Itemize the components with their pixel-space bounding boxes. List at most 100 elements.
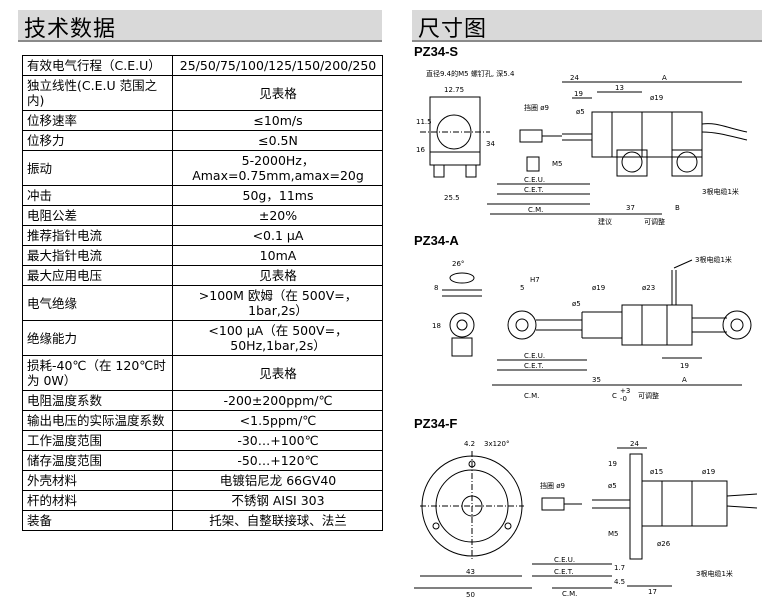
drawing-pz34-s: 直径9.4的M5 螺钉孔, 深5.4 24 A 19 13 ø19 ø5 12.… bbox=[416, 69, 748, 226]
spec-value: ≤0.5N bbox=[172, 130, 383, 151]
dim-1-7: 1.7 bbox=[614, 564, 625, 572]
flange-side bbox=[629, 453, 643, 560]
dim-25-5: 25.5 bbox=[444, 194, 460, 202]
note-cable-f: 3根电缆1米 bbox=[696, 569, 733, 578]
sensor-body-a bbox=[621, 304, 693, 346]
drawing-pz34-a: 26° 8 18 5 H7 ø19 ø23 ø5 19 35 A C +3 -0… bbox=[432, 255, 752, 403]
note-adjustable: 可调整 bbox=[644, 217, 665, 226]
spec-key: 最大指针电流 bbox=[22, 245, 173, 266]
dim-24-f: 24 bbox=[630, 440, 639, 448]
dim-50: 50 bbox=[466, 591, 475, 599]
spec-row: 推荐指针电流<0.1 μA bbox=[22, 225, 383, 246]
spec-value: <100 μA（在 500V=，50Hz,1bar,2s） bbox=[172, 320, 383, 356]
spec-row: 杆的材料不锈钢 AISI 303 bbox=[22, 490, 383, 511]
dim-18: 18 bbox=[432, 322, 441, 330]
dim-19: 19 bbox=[574, 90, 583, 98]
dim-a-a: A bbox=[682, 376, 687, 384]
dim-4-5: 4.5 bbox=[614, 578, 625, 586]
spec-row: 输出电压的实际温度系数<1.5ppm/℃ bbox=[22, 410, 383, 431]
dim-d19: ø19 bbox=[650, 94, 663, 102]
dim-4-2: 4.2 bbox=[464, 440, 475, 448]
spec-value: 50g，11ms bbox=[172, 185, 383, 206]
dim-d5-f: ø5 bbox=[608, 482, 617, 490]
dim-11-5: 11.5 bbox=[416, 118, 432, 126]
dim-35: 35 bbox=[592, 376, 601, 384]
spec-value: <1.5ppm/℃ bbox=[172, 410, 383, 431]
dimension-header: 尺寸图 bbox=[412, 10, 762, 42]
dim-cet-f: C.E.T. bbox=[554, 568, 573, 576]
dim-m5: M5 bbox=[552, 160, 563, 168]
spec-value: <0.1 μA bbox=[172, 225, 383, 246]
spec-value: 见表格 bbox=[172, 75, 383, 111]
dim-d19-f: ø19 bbox=[702, 468, 715, 476]
dim-19-a: 19 bbox=[680, 362, 689, 370]
spec-key: 电阻温度系数 bbox=[22, 390, 173, 411]
dim-c-minus: -0 bbox=[620, 395, 627, 403]
note-circlip: 挡圈 ø9 bbox=[524, 103, 549, 112]
spec-key: 输出电压的实际温度系数 bbox=[22, 410, 173, 431]
spec-key: 储存温度范围 bbox=[22, 450, 173, 471]
dim-d15: ø15 bbox=[650, 468, 663, 476]
spec-value: -200±200ppm/℃ bbox=[172, 390, 383, 411]
spec-row: 绝缘能力<100 μA（在 500V=，50Hz,1bar,2s） bbox=[22, 320, 383, 356]
spec-row: 电气绝缘>100M 欧姆（在 500V=，1bar,2s） bbox=[22, 285, 383, 321]
dim-19-f: 19 bbox=[608, 460, 617, 468]
dim-43: 43 bbox=[466, 568, 475, 576]
spec-key: 振动 bbox=[22, 150, 173, 186]
spec-row: 位移力≤0.5N bbox=[22, 130, 383, 151]
dim-ceu-f: C.E.U. bbox=[554, 556, 575, 564]
dim-cet-a: C.E.T. bbox=[524, 362, 543, 370]
note-adjustable-a: 可调整 bbox=[638, 391, 659, 400]
label-pz34-s: PZ34-S bbox=[414, 44, 459, 59]
spec-row: 外壳材料电镀铝尼龙 66GV40 bbox=[22, 470, 383, 491]
dim-13: 13 bbox=[615, 84, 624, 92]
spec-key: 电气绝缘 bbox=[22, 285, 173, 321]
dim-34: 34 bbox=[486, 140, 495, 148]
spec-key: 外壳材料 bbox=[22, 470, 173, 491]
spec-row: 独立线性(C.E.U 范围之内)见表格 bbox=[22, 75, 383, 111]
note-cable: 3根电缆1米 bbox=[702, 187, 739, 196]
spec-table: 有效电气行程（C.E.U）25/50/75/100/125/150/200/25… bbox=[22, 55, 383, 531]
spec-key: 工作温度范围 bbox=[22, 430, 173, 451]
dim-16: 16 bbox=[416, 146, 425, 154]
spec-key: 位移速率 bbox=[22, 110, 173, 131]
spec-key: 最大应用电压 bbox=[22, 265, 173, 286]
dim-d23: ø23 bbox=[642, 284, 655, 292]
tech-data-title: 技术数据 bbox=[24, 17, 117, 42]
dim-37: 37 bbox=[626, 204, 635, 212]
note-suggest: 建议 bbox=[598, 217, 612, 226]
spec-value: 托架、自整联接球、法兰 bbox=[172, 510, 383, 531]
note-cable-a: 3根电缆1米 bbox=[695, 255, 732, 264]
spec-row: 装备托架、自整联接球、法兰 bbox=[22, 510, 383, 531]
dim-24: 24 bbox=[570, 74, 579, 82]
spec-key: 损耗-40℃（在 120℃时为 0W） bbox=[22, 355, 173, 391]
dim-h7: H7 bbox=[530, 276, 540, 284]
dim-c-plus: +3 bbox=[620, 387, 630, 395]
dim-d5: ø5 bbox=[576, 108, 585, 116]
label-pz34-f: PZ34-F bbox=[414, 416, 458, 431]
spec-value: 5-2000Hz，Amax=0.75mm,amax=20g bbox=[172, 150, 383, 186]
dim-ceu-a: C.E.U. bbox=[524, 352, 545, 360]
spec-value: 见表格 bbox=[172, 355, 383, 391]
dim-cm-f: C.M. bbox=[562, 590, 577, 598]
dim-b: B bbox=[675, 204, 680, 212]
note-circlip-f: 挡圈 ø9 bbox=[540, 481, 565, 490]
dim-5: 5 bbox=[520, 284, 524, 292]
dim-d5-a: ø5 bbox=[572, 300, 581, 308]
spec-row: 损耗-40℃（在 120℃时为 0W）见表格 bbox=[22, 355, 383, 391]
spec-key: 有效电气行程（C.E.U） bbox=[22, 55, 173, 76]
spec-value: 25/50/75/100/125/150/200/250 bbox=[172, 55, 383, 76]
tech-data-header: 技术数据 bbox=[18, 10, 382, 42]
spec-key: 电阻公差 bbox=[22, 205, 173, 226]
sensor-body-f bbox=[641, 480, 728, 527]
spec-value: 不锈钢 AISI 303 bbox=[172, 490, 383, 511]
spec-row: 电阻公差±20% bbox=[22, 205, 383, 226]
bracket-front bbox=[429, 96, 481, 166]
spec-value: 电镀铝尼龙 66GV40 bbox=[172, 470, 383, 491]
spec-row: 位移速率≤10m/s bbox=[22, 110, 383, 131]
ball-joint-left bbox=[449, 312, 475, 338]
spec-key: 推荐指针电流 bbox=[22, 225, 173, 246]
spec-row: 工作温度范围-30…+100℃ bbox=[22, 430, 383, 451]
